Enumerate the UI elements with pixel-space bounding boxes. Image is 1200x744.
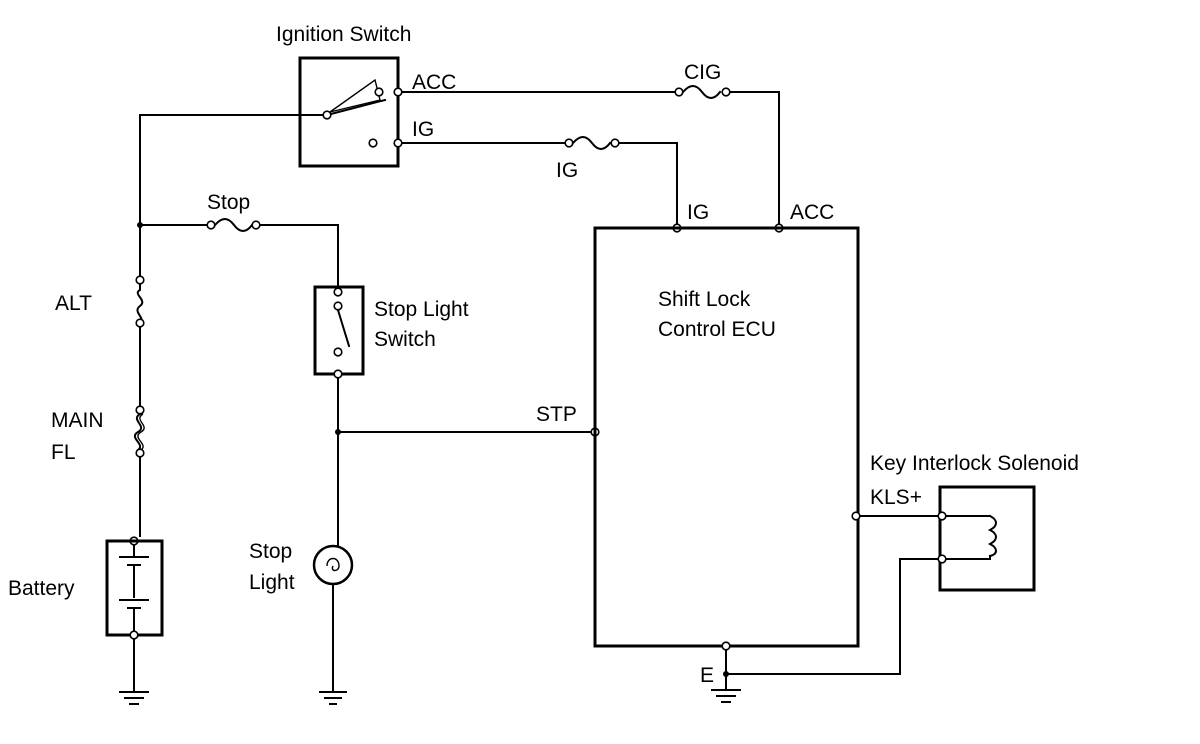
acc-switch-label: ACC xyxy=(412,71,456,94)
key-interlock-solenoid xyxy=(937,485,1036,592)
alt-fuse-symbol xyxy=(136,283,144,324)
stop-fuse-label: Stop xyxy=(207,191,250,214)
alt-fuse-label: ALT xyxy=(55,292,92,315)
stop-fuse-symbol xyxy=(213,218,254,232)
ecu-title: Shift Lock xyxy=(658,288,751,311)
ecu-title-2: Control ECU xyxy=(658,318,776,341)
ignition-switch-label: Ignition Switch xyxy=(276,23,411,46)
fl-fuse-label: FL xyxy=(51,441,76,464)
stop-light-switch-label: Stop Light xyxy=(374,298,469,321)
ig-switch-label: IG xyxy=(412,118,434,141)
cig-fuse-label: CIG xyxy=(684,61,721,84)
ground-symbol-stop-light xyxy=(319,691,347,705)
battery-label: Battery xyxy=(8,577,75,600)
stop-light-label: Stop xyxy=(249,540,292,563)
ecu-ig-fuse-label: IG xyxy=(556,159,578,182)
key-interlock-solenoid-label: Key Interlock Solenoid xyxy=(870,452,1079,475)
ignition-switch-box xyxy=(298,56,400,168)
ecu-ig-terminal-label: IG xyxy=(687,201,709,224)
ground-symbol-ecu xyxy=(711,689,741,703)
solenoid-coil-symbol xyxy=(987,514,997,558)
main-fl-symbol xyxy=(133,412,143,452)
e-terminal-label: E xyxy=(700,664,714,687)
battery-symbol xyxy=(105,539,164,637)
main-fuse-label: MAIN xyxy=(51,409,104,432)
ignition-switch xyxy=(298,56,403,168)
ground-symbol-battery xyxy=(119,691,149,705)
stop-light-switch-label-2: Switch xyxy=(374,328,436,351)
kls-terminal-label: KLS+ xyxy=(870,486,922,509)
stop-light-lamp-symbol xyxy=(312,544,354,586)
ecu-acc-terminal-label: ACC xyxy=(790,201,834,224)
stop-light-switch xyxy=(313,285,365,379)
ecu-ig-fuse-symbol xyxy=(571,136,612,150)
stop-light-label-2: Light xyxy=(249,571,295,594)
stp-terminal-label: STP xyxy=(536,403,577,426)
cig-fuse-symbol xyxy=(681,85,722,99)
